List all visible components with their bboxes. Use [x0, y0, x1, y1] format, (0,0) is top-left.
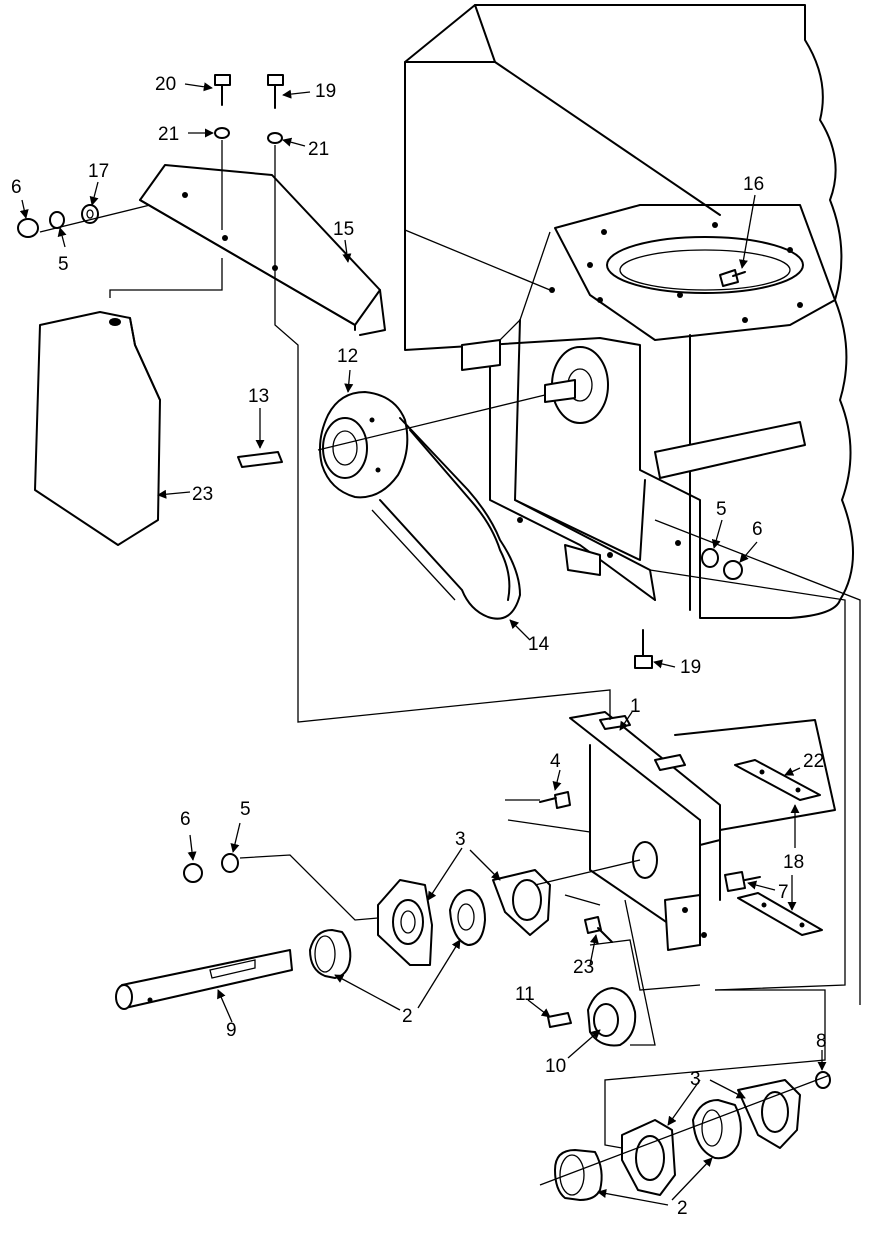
right-hardware	[701, 548, 743, 580]
callout-labels: 20 19 21 21 6 17 5 15 16 12 13 23 5 6 14…	[11, 74, 827, 1219]
callout-3-upper: 3	[455, 829, 466, 850]
mid-hardware	[183, 853, 239, 883]
callout-2-upper: 2	[402, 1006, 413, 1027]
callout-8: 8	[816, 1031, 827, 1052]
collar-2-upper	[309, 929, 352, 979]
cover-plate-23	[34, 311, 161, 546]
callout-19-lower: 19	[680, 657, 701, 678]
callout-9: 9	[226, 1020, 237, 1041]
bearing-bracket-1	[569, 711, 836, 951]
callout-4: 4	[550, 751, 561, 772]
housing	[404, 4, 854, 619]
callout-6-mid: 6	[180, 809, 191, 830]
shaft-9	[115, 949, 293, 1010]
callout-22: 22	[803, 751, 824, 772]
key-11	[547, 1012, 572, 1028]
sprocket-10	[587, 987, 637, 1047]
callout-6-right: 6	[752, 519, 763, 540]
callout-6-top: 6	[11, 177, 22, 198]
callout-21-right: 21	[308, 139, 329, 160]
leader-lines	[19, 82, 827, 1206]
strip-22	[734, 759, 821, 801]
bolt-23	[584, 916, 613, 943]
callout-1: 1	[630, 696, 641, 717]
callout-3-lower: 3	[690, 1069, 701, 1090]
callout-13: 13	[248, 386, 269, 407]
callout-20: 20	[155, 74, 176, 95]
callout-16: 16	[743, 174, 764, 195]
callout-23-top: 23	[192, 484, 213, 505]
callout-5-mid: 5	[240, 799, 251, 820]
callout-11: 11	[515, 984, 535, 1005]
top-bolts	[214, 74, 284, 144]
callout-10: 10	[545, 1056, 566, 1077]
callout-23-lower: 23	[573, 957, 594, 978]
callout-14: 14	[528, 634, 550, 655]
callout-17: 17	[88, 161, 109, 182]
callout-7: 7	[778, 882, 789, 903]
key-13	[237, 451, 283, 468]
assembly-lines	[39, 140, 861, 1149]
callout-15: 15	[333, 219, 354, 240]
callout-5-top: 5	[58, 254, 69, 275]
bolt-7	[724, 871, 761, 892]
callout-5-right: 5	[716, 499, 727, 520]
chain-14	[371, 417, 521, 620]
callout-2-lower: 2	[677, 1198, 688, 1219]
callout-19-top: 19	[315, 81, 336, 102]
bolt-16	[719, 269, 746, 287]
lower-assembly	[539, 1071, 831, 1201]
bolt-19-lower	[634, 629, 653, 669]
bolt-4	[539, 791, 571, 809]
callout-12: 12	[337, 346, 358, 367]
left-hardware	[17, 204, 99, 238]
callout-21-left: 21	[158, 124, 179, 145]
sprocket-12	[319, 391, 409, 499]
flange-bearing-3-upper	[377, 869, 551, 966]
callout-18: 18	[783, 852, 804, 873]
strip-18	[737, 892, 823, 936]
angle-bracket-15	[139, 164, 386, 336]
